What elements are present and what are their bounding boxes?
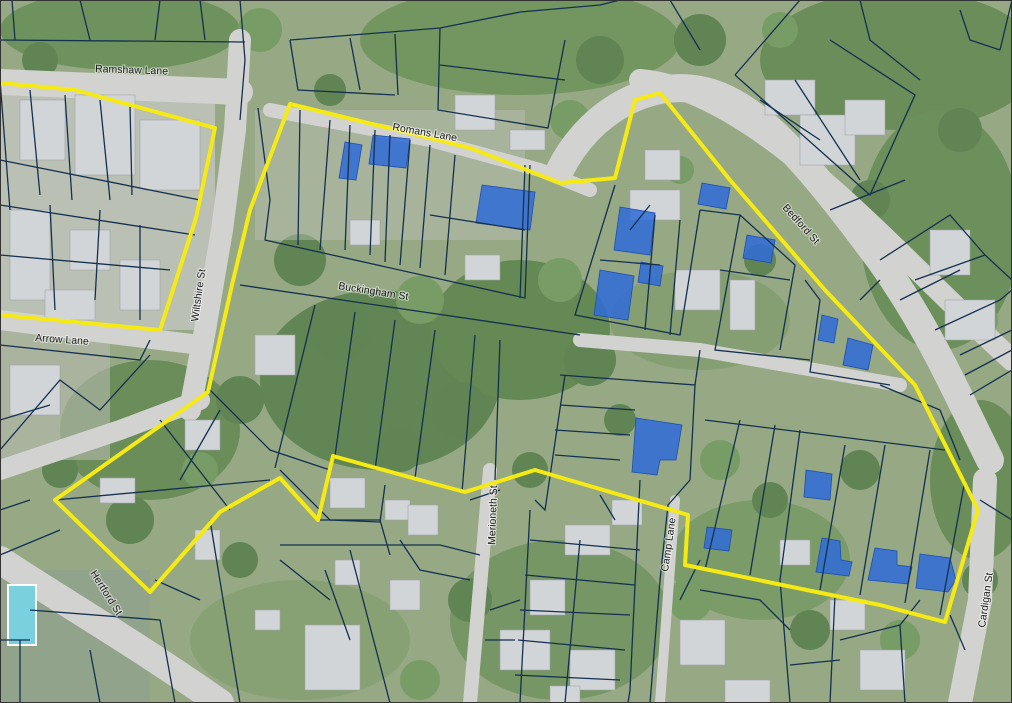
highlighted-building[interactable]: [631, 417, 683, 476]
highlighted-building[interactable]: [815, 537, 853, 577]
highlighted-building[interactable]: [817, 314, 839, 344]
highlighted-building[interactable]: [613, 206, 656, 256]
highlighted-building[interactable]: [593, 269, 635, 321]
label-arrow-lane: Arrow Lane: [35, 332, 90, 348]
highlighted-building[interactable]: [703, 526, 733, 552]
highlighted-building[interactable]: [475, 184, 536, 231]
highlighted-building[interactable]: [697, 182, 731, 210]
highlighted-building[interactable]: [842, 337, 874, 371]
precinct-boundary-main[interactable]: [53, 91, 980, 624]
buildings-layer: [9, 79, 996, 703]
highlighted-building[interactable]: [742, 234, 776, 264]
highlighted-buildings: [338, 134, 957, 593]
highlighted-building[interactable]: [338, 141, 363, 181]
swimming-pool: [7, 584, 37, 646]
label-ramshaw-lane: Ramshaw Lane: [95, 63, 168, 78]
highlighted-building[interactable]: [867, 547, 913, 585]
highlighted-building[interactable]: [803, 469, 833, 501]
precinct-boundaries: [0, 81, 980, 624]
precinct-boundary-west[interactable]: [0, 81, 217, 332]
label-merioneth-st: Merioneth St: [486, 485, 500, 545]
